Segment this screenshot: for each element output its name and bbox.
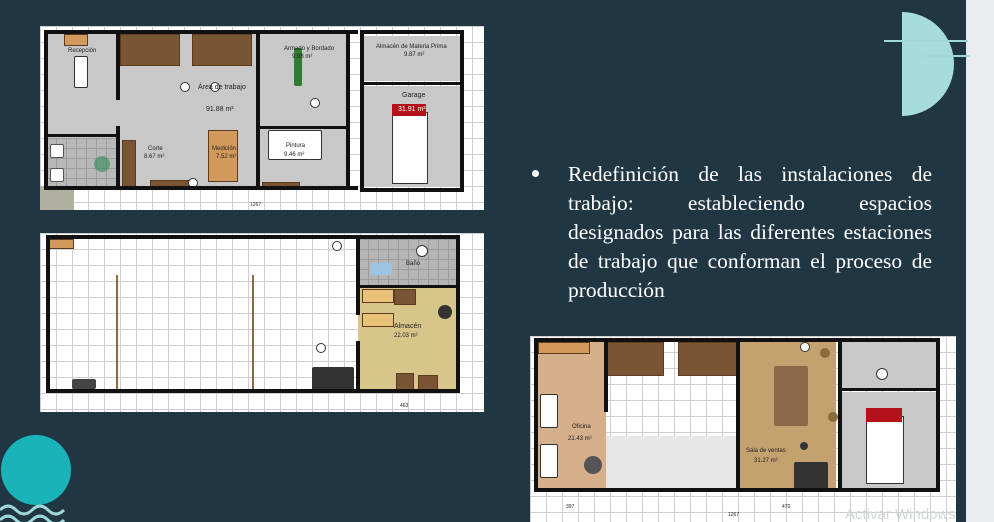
room-label: Área de trabajo (198, 84, 246, 91)
room-label: Armado y Bordado (284, 46, 335, 52)
cabinet (64, 34, 88, 46)
decor-half-circle-top (902, 12, 954, 116)
room-size: 31.27 m² (754, 458, 778, 464)
room-label: Pintura (286, 143, 306, 149)
dimension-label: 1267 (250, 202, 262, 208)
room-label: Oficina (572, 424, 591, 430)
dimension-label: 1267 (728, 512, 740, 518)
floor-plan-bottom: Oficina 21.43 m² Sala de ventas 31.27 m²… (530, 336, 956, 522)
dimension-label: 397 (566, 504, 575, 510)
floor-plan-middle: Baño Almacén 22.03 m² 463 (40, 233, 484, 412)
bullet-text: Redefinición de las instalaciones de tra… (568, 162, 932, 302)
cabinet (192, 34, 252, 66)
room-size: 91.88 m² (206, 106, 234, 113)
bullet-dot (532, 170, 539, 177)
bullet-item: Redefinición de las instalaciones de tra… (532, 160, 932, 305)
decor-circle-bottom (0, 435, 71, 522)
room-label: Recepción (68, 48, 97, 54)
garage-car (866, 416, 904, 484)
dimension-label: 470 (782, 504, 791, 510)
room-size: 9.46 m² (284, 152, 305, 158)
room-size: 31.91 m² (398, 106, 426, 113)
dimension-label: 463 (400, 403, 409, 409)
room-size: 9.87 m² (404, 52, 425, 58)
room-size: 21.43 m² (568, 436, 592, 442)
room-size: 22.03 m² (394, 333, 418, 339)
room-label: Almacén de Materia Prima (376, 44, 447, 50)
room-size: 8.67 m² (144, 154, 165, 160)
slide-edge (966, 0, 994, 522)
cabinet (122, 140, 136, 188)
room-label: Corte (148, 146, 163, 152)
decor-line-top-2 (924, 55, 970, 57)
room-label: Sala de ventas (746, 448, 786, 454)
cabinet (120, 34, 180, 66)
floor-plan-top: Recepción Área de trabajo 91.88 m² Armad… (40, 26, 484, 210)
activation-watermark: Activar Windows (845, 506, 956, 522)
cabinet (208, 130, 238, 182)
garage-car (392, 112, 428, 184)
room-size: 9.98 m² (292, 54, 313, 60)
decor-line-top-1 (884, 40, 968, 42)
room-label: Baño (406, 261, 421, 267)
room-size: 7.52 m² (216, 154, 237, 160)
room-label: Medición (212, 146, 237, 152)
room-label: Garage (402, 92, 426, 99)
room-label: Almacén (394, 323, 422, 330)
